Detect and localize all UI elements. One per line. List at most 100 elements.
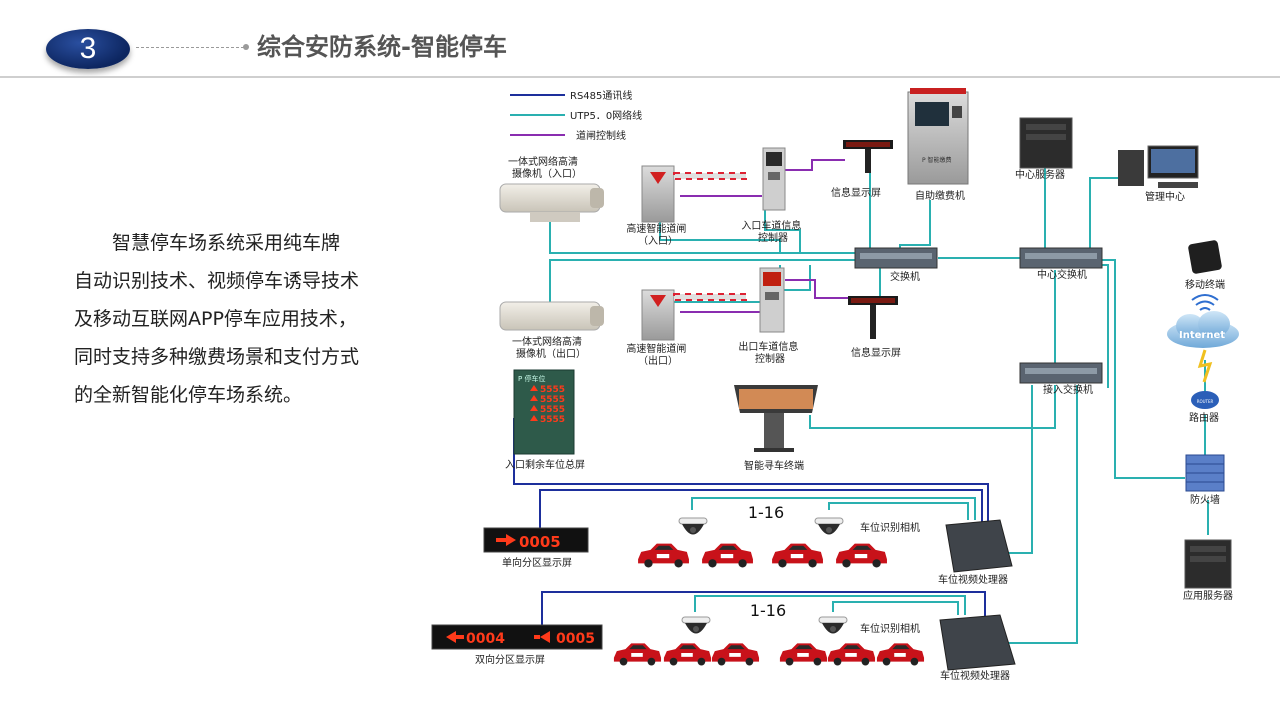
central-server-label: 中心服务器 bbox=[1015, 168, 1065, 181]
kiosk-label: 自助缴费机 bbox=[915, 189, 965, 202]
mobile-terminal-device bbox=[1188, 240, 1222, 274]
entry-camera-device bbox=[499, 183, 604, 222]
description-line: 同时支持多种缴费场景和支付方式 bbox=[74, 346, 360, 368]
kiosk-brand: P 智能缴费 bbox=[922, 156, 952, 164]
gate-control-lines bbox=[680, 159, 848, 313]
car-icon bbox=[876, 643, 925, 666]
parking-camera-label-bottom: 车位识别相机 bbox=[860, 622, 920, 635]
wifi-icon bbox=[1191, 294, 1219, 311]
firewall-label: 防火墙 bbox=[1190, 493, 1220, 506]
description-line: 的全新智能化停车场系统。 bbox=[74, 384, 303, 406]
total-screen-label: 入口剩余车位总屏 bbox=[505, 458, 585, 471]
car-icon bbox=[772, 543, 823, 568]
description-line: 智慧停车场系统采用纯车牌 bbox=[112, 232, 341, 254]
entry-controller-label-line: 入口车道信息 bbox=[741, 219, 801, 232]
central-switch-label: 中心交换机 bbox=[1037, 268, 1087, 281]
dome-camera-icon bbox=[814, 517, 844, 535]
single-direction-display-device: 0005 bbox=[483, 527, 589, 553]
entry-info-display-device bbox=[843, 140, 893, 173]
switch-label: 交换机 bbox=[890, 270, 920, 283]
dome-camera-icon bbox=[678, 517, 708, 535]
exit-controller-label: 出口车道信息 控制器 bbox=[738, 340, 801, 365]
total-screen-row: 5555 bbox=[540, 405, 565, 415]
router-label: 路由器 bbox=[1189, 411, 1219, 424]
exit-camera-label-line: 一体式网络高清 bbox=[512, 335, 582, 348]
entry-controller-label: 入口车道信息 控制器 bbox=[741, 219, 804, 244]
double-display-label: 双向分区显示屏 bbox=[475, 653, 545, 666]
router-badge: ROUTER bbox=[1197, 399, 1214, 404]
single-display-value: 0005 bbox=[519, 533, 561, 551]
entry-camera-label-line: 摄像机（入口） bbox=[512, 167, 582, 180]
exit-camera-device bbox=[499, 301, 604, 331]
entry-camera-label-line: 一体式网络高清 bbox=[508, 155, 578, 168]
description-line: 自动识别技术、视频停车诱导技术 bbox=[74, 270, 360, 292]
firewall-device bbox=[1185, 454, 1225, 492]
total-screen-row: 5555 bbox=[540, 395, 565, 405]
double-direction-display-device: 0004 0005 bbox=[431, 624, 603, 650]
slide-number-badge: 3 bbox=[46, 29, 130, 69]
exit-camera-label-line: 摄像机（出口） bbox=[516, 347, 586, 360]
exit-gate-label-line: （出口） bbox=[638, 354, 678, 367]
car-icon bbox=[711, 643, 760, 666]
car-icon bbox=[638, 543, 689, 568]
total-space-screen-device: P 停车位 5555 5555 5555 5555 bbox=[513, 369, 575, 455]
entry-display-label: 信息显示屏 bbox=[831, 186, 881, 199]
total-screen-header: P 停车位 bbox=[518, 374, 545, 383]
total-screen-row: 5555 bbox=[540, 385, 565, 395]
video-processor-device-top bbox=[945, 519, 1013, 573]
total-screen-row: 5555 bbox=[540, 415, 565, 425]
access-switch-device bbox=[1019, 362, 1103, 384]
car-icon bbox=[702, 543, 753, 568]
slide-title: 综合安防系统-智能停车 bbox=[257, 33, 507, 61]
processor-label-top: 车位视频处理器 bbox=[938, 573, 1008, 586]
app-server-label: 应用服务器 bbox=[1183, 589, 1233, 602]
exit-gate-device bbox=[641, 289, 747, 341]
router-device: ROUTER bbox=[1191, 391, 1219, 409]
legend-rs485-label: RS485通讯线 bbox=[570, 89, 632, 102]
title-dashed-connector bbox=[136, 47, 244, 48]
double-display-right-value: 0005 bbox=[556, 631, 595, 647]
range-label-top: 1-16 bbox=[748, 503, 784, 522]
dome-camera-icon bbox=[818, 616, 848, 634]
exit-info-display-device bbox=[848, 296, 898, 339]
payment-kiosk-device: P 智能缴费 bbox=[907, 88, 969, 185]
exit-controller-label-line: 控制器 bbox=[755, 352, 785, 365]
entry-gate-label-line: 高速智能道闸 bbox=[626, 222, 686, 235]
car-finder-label: 智能寻车终端 bbox=[744, 459, 804, 472]
entry-controller-label-line: 控制器 bbox=[758, 231, 788, 244]
switch-device bbox=[854, 247, 938, 269]
exit-camera-label: 一体式网络高清 摄像机（出口） bbox=[512, 335, 586, 360]
exit-controller-device bbox=[759, 267, 785, 333]
double-display-left-value: 0004 bbox=[466, 631, 505, 647]
lightning-icon bbox=[1197, 349, 1213, 383]
exit-display-label: 信息显示屏 bbox=[851, 346, 901, 359]
management-center-device bbox=[1118, 145, 1199, 188]
single-display-label: 单向分区显示屏 bbox=[502, 556, 572, 569]
legend-utp-label: UTP5．0网络线 bbox=[570, 109, 642, 122]
app-server-device bbox=[1184, 539, 1232, 589]
entry-gate-device bbox=[641, 165, 747, 223]
car-icon bbox=[836, 543, 887, 568]
dome-camera-icon bbox=[681, 616, 711, 634]
processor-label-bottom: 车位视频处理器 bbox=[940, 669, 1010, 682]
internet-label: Internet bbox=[1179, 330, 1225, 341]
access-switch-label: 接入交换机 bbox=[1043, 383, 1093, 396]
car-icon bbox=[613, 643, 662, 666]
legend-gate-label: 道闸控制线 bbox=[576, 129, 626, 142]
entry-gate-label-line: （入口） bbox=[638, 235, 678, 247]
central-server-device bbox=[1019, 117, 1073, 169]
exit-gate-label: 高速智能道闸 （出口） bbox=[626, 342, 689, 367]
range-label-bottom: 1-16 bbox=[750, 601, 786, 620]
description-text: 智慧停车场系统采用纯车牌 自动识别技术、视频停车诱导技术 及移动互联网APP停车… bbox=[74, 224, 404, 414]
exit-controller-label-line: 出口车道信息 bbox=[738, 340, 798, 353]
mobile-terminal-label: 移动终端 bbox=[1185, 278, 1225, 291]
header-divider bbox=[0, 76, 1280, 78]
car-icon bbox=[779, 643, 828, 666]
entry-camera-label: 一体式网络高清 摄像机（入口） bbox=[508, 155, 582, 180]
entry-controller-device bbox=[762, 147, 786, 211]
legend: RS485通讯线 UTP5．0网络线 道闸控制线 bbox=[510, 89, 642, 142]
internet-cloud-icon bbox=[1167, 311, 1239, 348]
video-processor-device-bottom bbox=[939, 614, 1016, 671]
